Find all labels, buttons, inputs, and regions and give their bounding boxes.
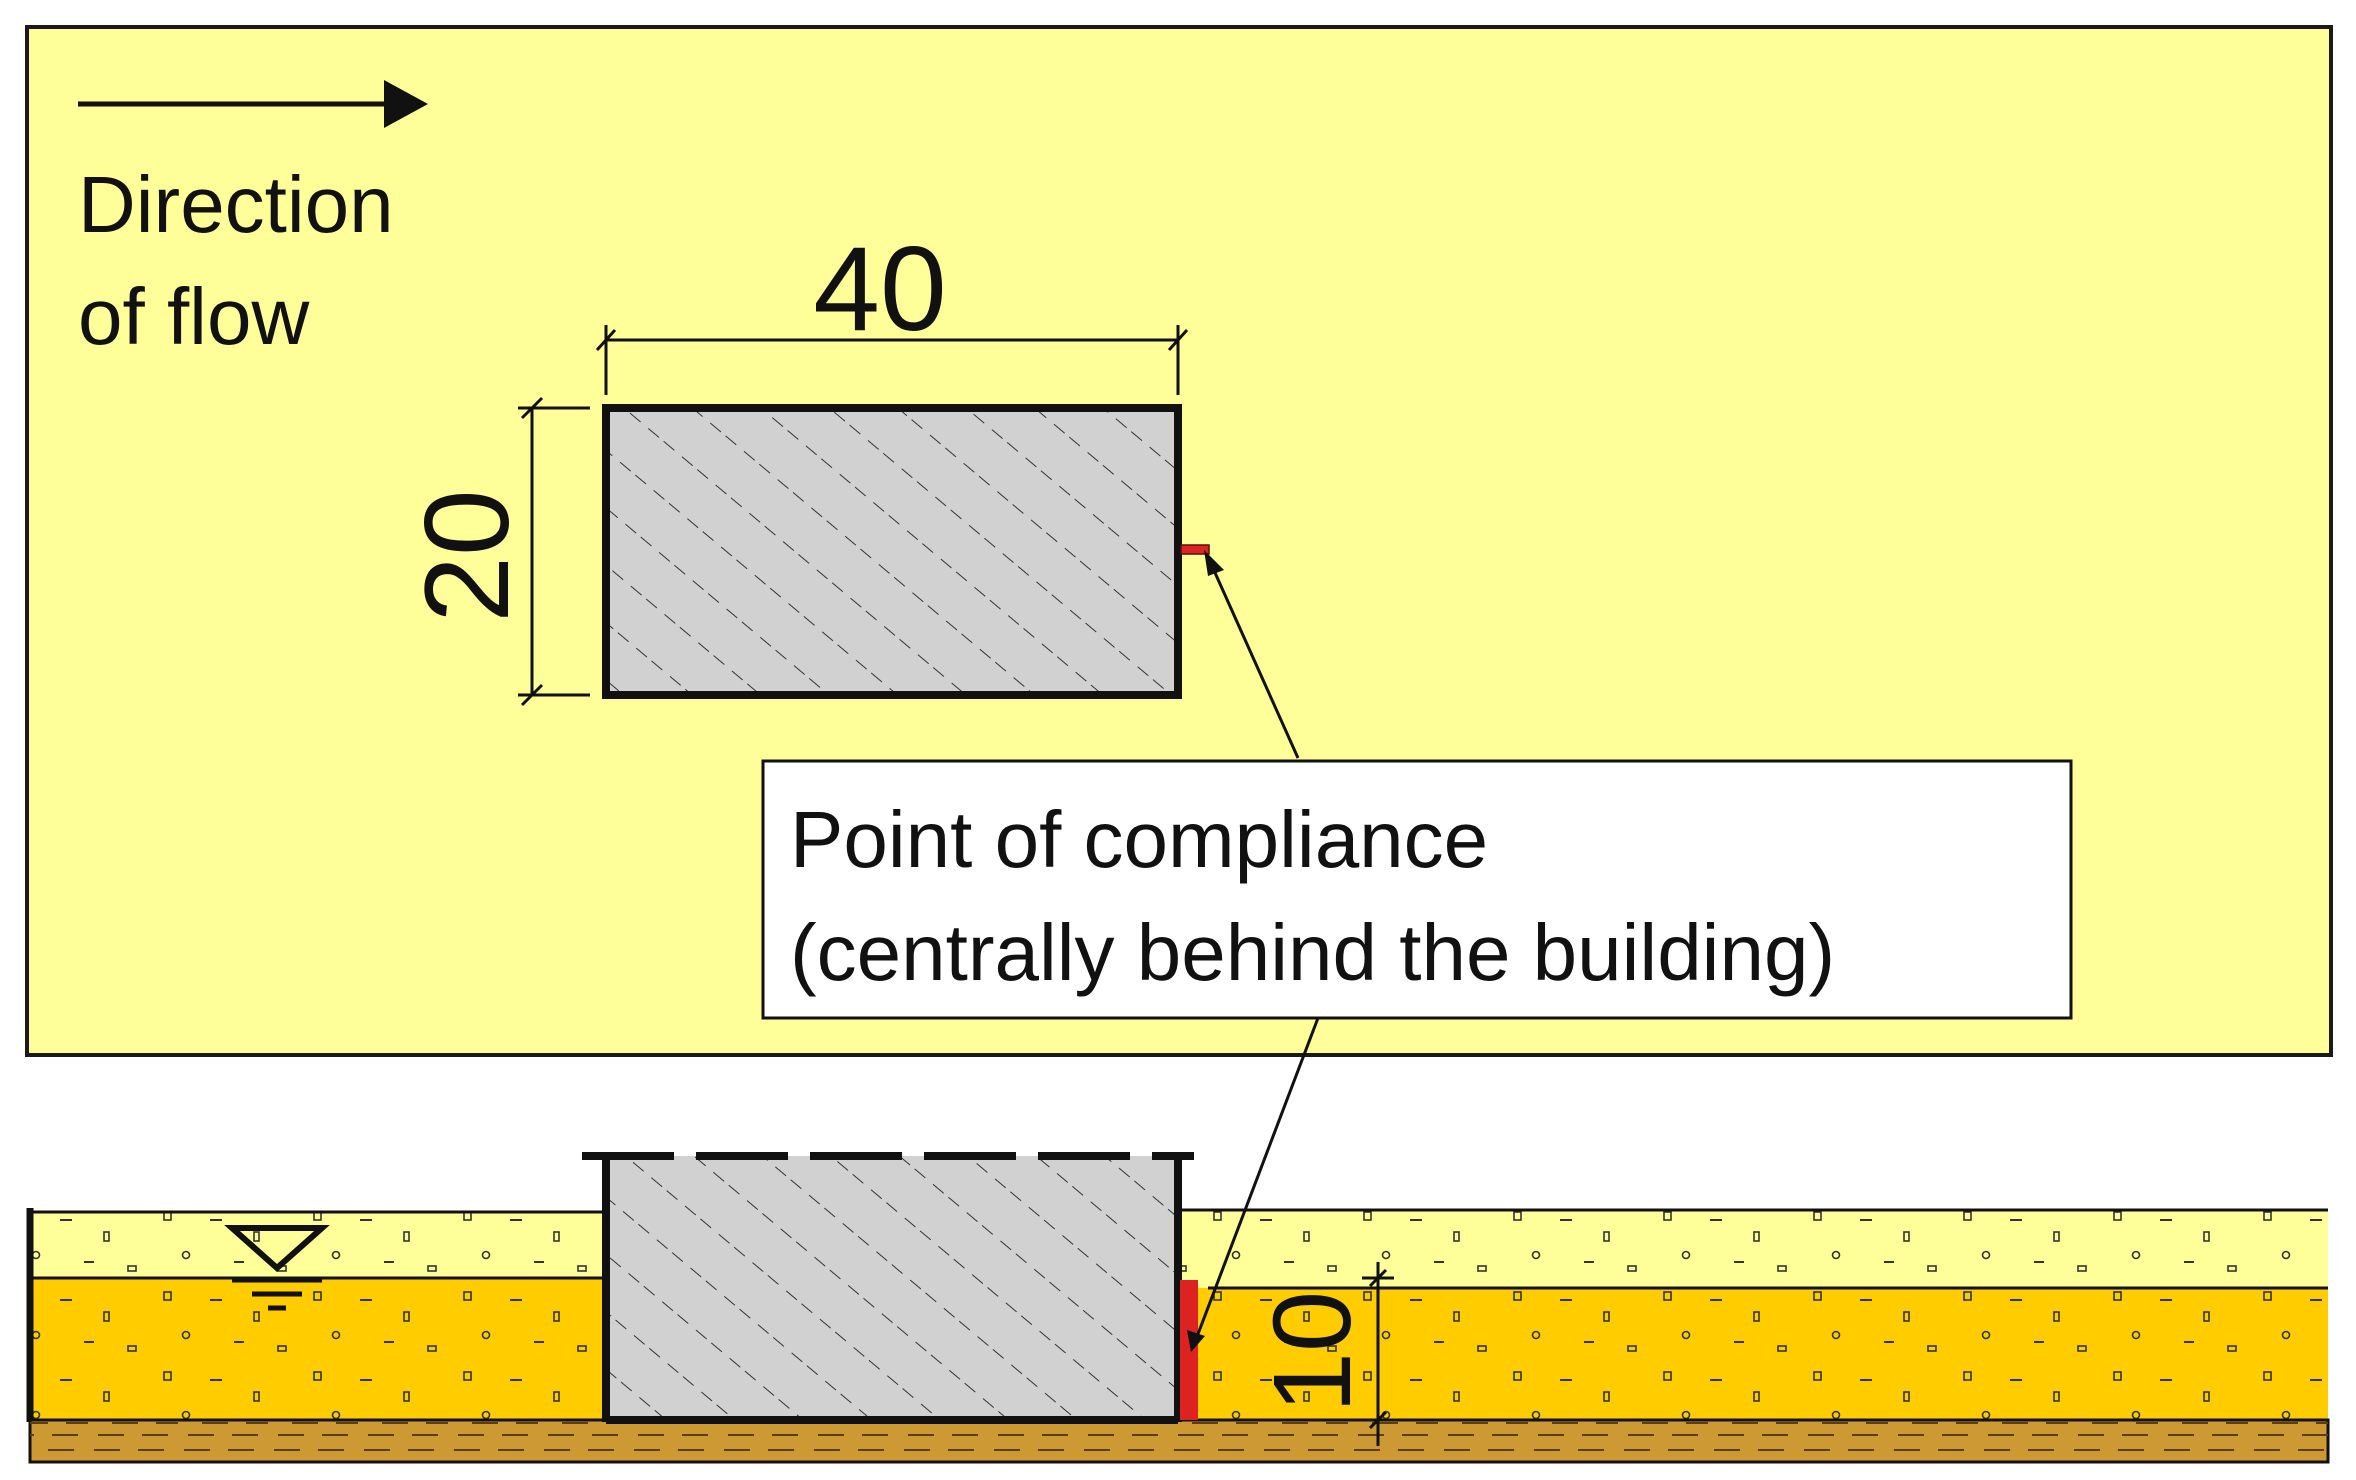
cross-section: 10 [26, 1152, 2330, 1464]
flow-label-line1: Direction [78, 160, 394, 249]
building-plan [602, 404, 1182, 699]
water-level-icon [224, 1225, 330, 1311]
depth-dimension [518, 396, 590, 707]
compliance-marker-plan [1180, 544, 1210, 555]
arrow-right-icon [78, 80, 428, 128]
width-dimension [595, 325, 1189, 395]
leader-line-plan [1210, 565, 1300, 759]
compliance-marker-section [1180, 1280, 1198, 1420]
depth-label: 20 [400, 489, 534, 622]
callout-box [761, 759, 2073, 1020]
callout-line1: Point of compliance [790, 795, 1488, 884]
width-label: 40 [813, 222, 946, 356]
compliance-callout: Point of compliance (centrally behind th… [761, 550, 2073, 1352]
building-section [582, 1152, 1194, 1424]
height-label: 10 [1251, 1291, 1374, 1413]
height-dimension [1362, 1262, 1394, 1446]
leader-line-section [1196, 1017, 1320, 1335]
callout-line2: (centrally behind the building) [790, 908, 1835, 997]
flow-label-line2: of flow [78, 272, 309, 361]
